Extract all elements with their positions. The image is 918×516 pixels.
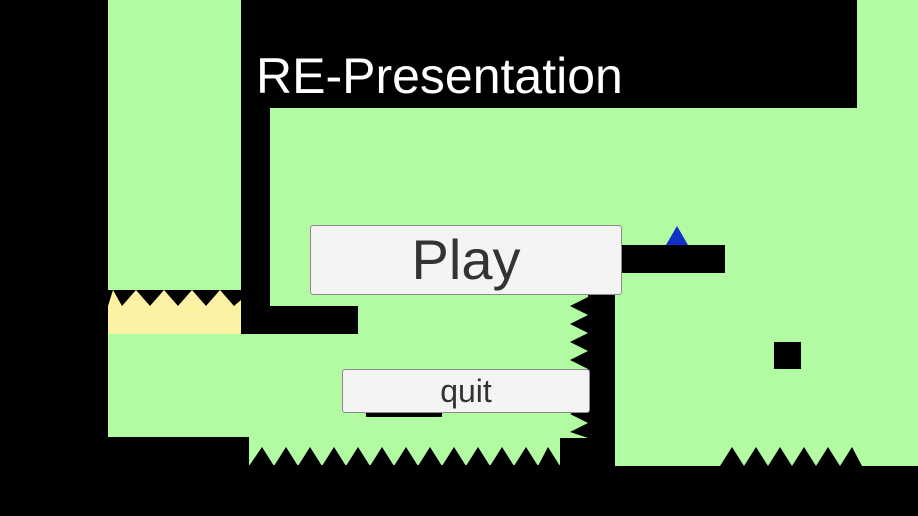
play-button[interactable]: Play <box>310 225 622 295</box>
left-shaft-area <box>108 0 241 290</box>
square-block <box>774 342 801 369</box>
lava-hazard <box>108 290 241 334</box>
floor-spikes-right <box>720 447 862 466</box>
quit-button[interactable]: quit <box>342 369 590 413</box>
black-platform <box>622 245 725 273</box>
wall-spikes <box>570 297 588 438</box>
top-right-column-area <box>857 0 918 108</box>
small-bar <box>366 411 442 417</box>
player-triangle-icon <box>666 226 688 245</box>
ledge-left <box>241 306 358 334</box>
game-title: RE-Presentation <box>256 48 623 104</box>
vertical-pillar <box>588 295 615 516</box>
floor-spikes-left <box>249 447 560 466</box>
center-lower-area <box>358 295 560 345</box>
right-area <box>615 295 918 466</box>
